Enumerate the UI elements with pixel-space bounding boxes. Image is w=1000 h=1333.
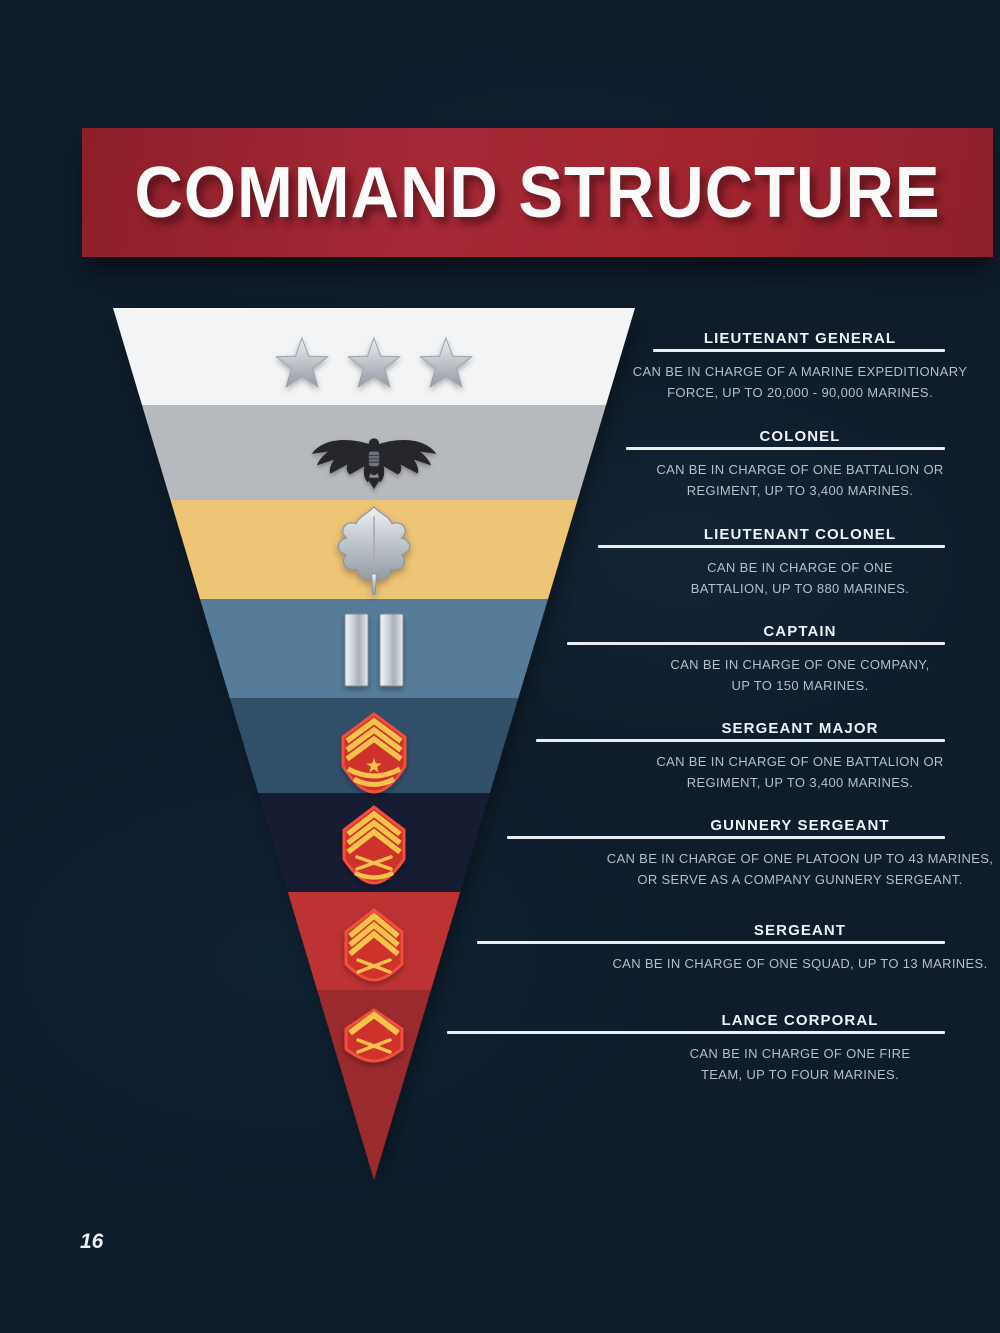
rank-description: CAN BE IN CHARGE OF ONE BATTALION, UP TO… <box>690 560 910 596</box>
rank-divider <box>507 836 945 839</box>
rank-title: SERGEANT MAJOR <box>721 720 879 737</box>
captain-double-bars-icon <box>344 613 404 687</box>
command-structure-pyramid <box>113 308 635 1180</box>
rank-divider <box>536 739 945 742</box>
rank-block-captain: CAPTAIN CAN BE IN CHARGE OF ONE COMPANY,… <box>440 623 960 718</box>
sergeant-chevrons-icon <box>344 908 404 982</box>
rank-title: LIEUTENANT COLONEL <box>703 526 897 543</box>
rank-description: CAN BE IN CHARGE OF ONE COMPANY, UP TO 1… <box>670 657 930 693</box>
rank-block-lieutenant-colonel: LIEUTENANT COLONEL CAN BE IN CHARGE OF O… <box>440 526 960 621</box>
rank-title: COLONEL <box>759 428 841 445</box>
rank-block-sergeant-major: SERGEANT MAJOR CAN BE IN CHARGE OF ONE B… <box>440 720 960 815</box>
rank-description: CAN BE IN CHARGE OF ONE BATTALION OR REG… <box>656 754 944 790</box>
rank-description: CAN BE IN CHARGE OF A MARINE EXPEDITIONA… <box>632 364 968 400</box>
rank-divider <box>598 545 945 548</box>
rank-block-colonel: COLONEL CAN BE IN CHARGE OF ONE BATTALIO… <box>440 428 960 523</box>
rank-description: CAN BE IN CHARGE OF ONE FIRE TEAM, UP TO… <box>689 1046 911 1082</box>
rank-divider <box>626 447 945 450</box>
lance-corporal-chevron-icon <box>344 1008 404 1063</box>
rank-divider <box>477 941 945 944</box>
band-captain <box>200 599 548 698</box>
rank-title: GUNNERY SERGEANT <box>710 817 890 834</box>
rank-title: CAPTAIN <box>763 623 837 640</box>
rank-block-lance-corporal: LANCE CORPORAL CAN BE IN CHARGE OF ONE F… <box>440 1012 960 1107</box>
rank-block-gunnery-sergeant: GUNNERY SERGEANT CAN BE IN CHARGE OF ONE… <box>440 817 993 912</box>
rank-block-sergeant: SERGEANT CAN BE IN CHARGE OF ONE SQUAD, … <box>440 922 987 1017</box>
page-number: 16 <box>80 1230 104 1253</box>
sergeant-major-chevrons-icon <box>341 712 407 794</box>
rank-divider <box>653 349 945 352</box>
gunnery-sergeant-chevrons-icon <box>342 805 406 885</box>
rank-title: SERGEANT <box>753 922 847 939</box>
colonel-eagle-icon <box>311 438 437 490</box>
rank-description: CAN BE IN CHARGE OF ONE PLATOON UP TO 43… <box>606 851 994 887</box>
rank-divider <box>447 1031 945 1034</box>
rank-block-lieutenant-general: LIEUTENANT GENERAL CAN BE IN CHARGE OF A… <box>440 330 967 425</box>
three-silver-stars-icon <box>274 336 474 389</box>
page-title: COMMAND STRUCTURE <box>134 152 941 233</box>
silver-oak-leaf-icon <box>337 505 411 595</box>
rank-title: LIEUTENANT GENERAL <box>703 330 897 347</box>
rank-description: CAN BE IN CHARGE OF ONE SQUAD, UP TO 13 … <box>612 956 988 971</box>
rank-description: CAN BE IN CHARGE OF ONE BATTALION OR REG… <box>656 462 944 498</box>
title-banner: COMMAND STRUCTURE <box>82 128 993 257</box>
rank-title: LANCE CORPORAL <box>721 1012 879 1029</box>
rank-divider <box>567 642 945 645</box>
